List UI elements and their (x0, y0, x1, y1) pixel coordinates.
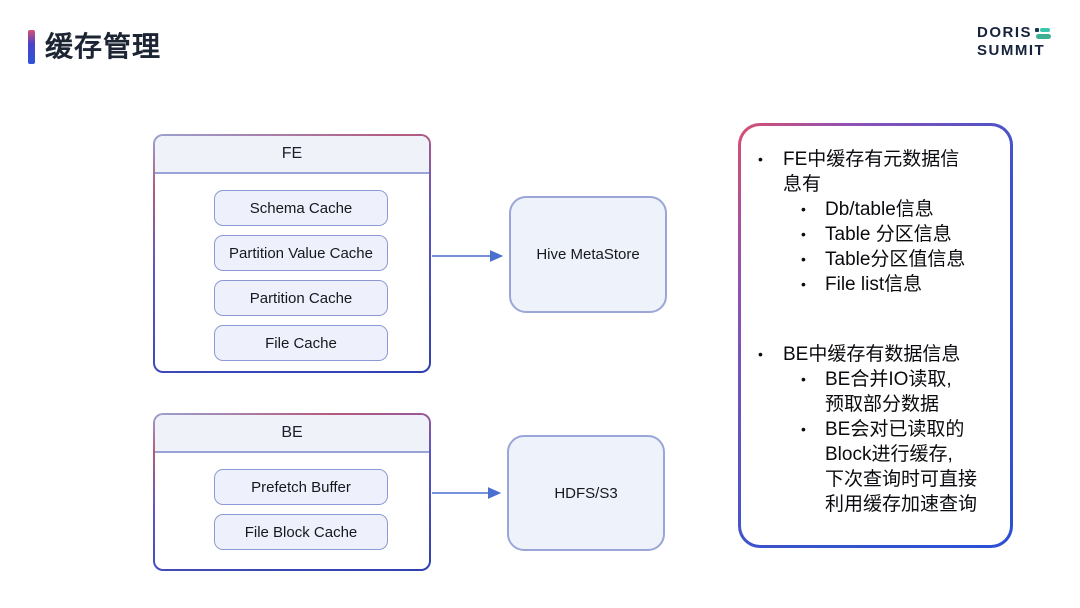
bullet-icon (801, 367, 825, 417)
be-box-body: Prefetch Buffer File Block Cache (155, 453, 429, 569)
bullet-icon (758, 342, 783, 367)
cache-item-partition-value-cache: Partition Value Cache (214, 235, 388, 271)
notes-panel: FE中缓存有元数据信 息有 Db/table信息 Table 分区信息 Tabl… (738, 123, 1013, 548)
note-fe-item-file-list: File list信息 (741, 272, 1010, 297)
logo-line-1: DORIS (977, 24, 1052, 42)
bullet-icon (801, 197, 825, 222)
cache-item-file-block-cache: File Block Cache (214, 514, 388, 550)
note-be-item-block-cache: BE会对已读取的 Block进行缓存, 下次查询时可直接 利用缓存加速查询 (741, 417, 1010, 517)
doris-summit-logo: DORIS SUMMIT (977, 24, 1052, 60)
notes-section-be: BE中缓存有数据信息 BE合并IO读取, 预取部分数据 BE会对已读取的 Blo… (741, 342, 1010, 517)
fe-box-body: Schema Cache Partition Value Cache Parti… (155, 174, 429, 371)
hive-metastore-node: Hive MetaStore (509, 196, 667, 313)
fe-box-header: FE (155, 136, 429, 174)
logo-text-doris: DORIS (977, 24, 1033, 41)
bullet-icon (801, 417, 825, 517)
cache-item-partition-cache: Partition Cache (214, 280, 388, 316)
cache-item-file-cache: File Cache (214, 325, 388, 361)
bullet-icon (758, 147, 783, 197)
notes-panel-inner: FE中缓存有元数据信 息有 Db/table信息 Table 分区信息 Tabl… (741, 126, 1010, 545)
cache-item-prefetch-buffer: Prefetch Buffer (214, 469, 388, 505)
title-accent-bar (28, 30, 35, 64)
note-fe-item-table-partition-value: Table分区值信息 (741, 247, 1010, 272)
page-title: 缓存管理 (45, 31, 162, 62)
be-box-header: BE (155, 415, 429, 453)
notes-section-fe: FE中缓存有元数据信 息有 Db/table信息 Table 分区信息 Tabl… (741, 147, 1010, 297)
logo-bar-top (1040, 27, 1051, 32)
bullet-icon (801, 272, 825, 297)
note-be-item-io-prefetch: BE合并IO读取, 预取部分数据 (741, 367, 1010, 417)
bullet-icon (801, 222, 825, 247)
fe-box-inner: FE Schema Cache Partition Value Cache Pa… (155, 136, 429, 371)
be-box: BE Prefetch Buffer File Block Cache (153, 413, 431, 571)
be-box-inner: BE Prefetch Buffer File Block Cache (155, 415, 429, 569)
note-be-heading: BE中缓存有数据信息 (741, 342, 1010, 367)
note-fe-heading: FE中缓存有元数据信 息有 (741, 147, 1010, 197)
note-fe-item-table-partition: Table 分区信息 (741, 222, 1010, 247)
doris-layers-icon (1035, 27, 1052, 40)
logo-dot (1035, 27, 1040, 32)
fe-box: FE Schema Cache Partition Value Cache Pa… (153, 134, 431, 373)
hdfs-s3-node: HDFS/S3 (507, 435, 665, 551)
logo-line-2: SUMMIT (977, 42, 1052, 60)
logo-bar-bottom (1036, 33, 1052, 39)
bullet-icon (801, 247, 825, 272)
note-fe-item-db-table: Db/table信息 (741, 197, 1010, 222)
logo-text-summit: SUMMIT (977, 42, 1046, 59)
cache-item-schema-cache: Schema Cache (214, 190, 388, 226)
